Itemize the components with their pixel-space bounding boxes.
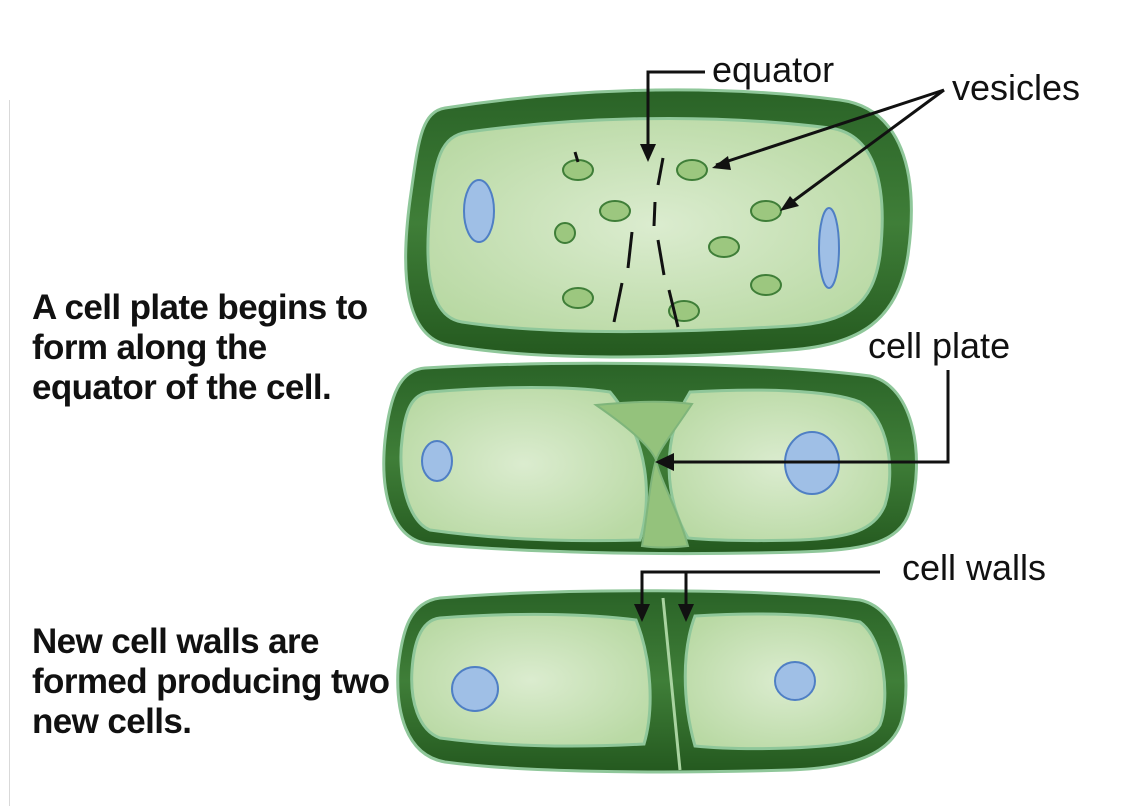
cell-3-nucleus-left (451, 666, 499, 712)
cell-walls-arrowhead-2 (678, 604, 694, 622)
cell-1-vesicles-stage (404, 88, 913, 359)
cell-plate-arrowhead (655, 453, 674, 471)
vesicles-arrowhead-1 (712, 156, 731, 170)
cell-walls-arrowhead-1 (634, 604, 650, 622)
cell-2-cell-plate-stage (382, 361, 919, 556)
label-vesicles: vesicles (952, 67, 1081, 108)
equator-arrowhead (640, 144, 656, 162)
vesicles-arrowhead-2 (780, 196, 799, 211)
vesicle (676, 159, 708, 181)
equator-pointer (646, 70, 705, 148)
label-cell-plate: cell plate (868, 325, 1011, 366)
cell-walls-pointer (640, 570, 880, 608)
label-equator: equator (712, 49, 835, 90)
label-cell-walls: cell walls (902, 547, 1047, 588)
new-cell-wall-divider (661, 597, 682, 771)
cell-plate-pointer (670, 370, 950, 464)
cell-plate (593, 400, 694, 549)
cell-3-nucleus-right (774, 661, 816, 701)
cell-2-nucleus-left (421, 440, 453, 482)
pointer-arrows (640, 70, 950, 608)
cell-1-nucleus-left (463, 179, 495, 243)
vesicles-pointer-2 (787, 88, 945, 207)
cell-3-new-cell-left (410, 612, 652, 748)
vesicle (708, 236, 740, 258)
vesicle (750, 274, 782, 296)
caption-new-cell-walls: New cell walls are formed producing two … (32, 622, 390, 741)
cell-2-cytoplasm-left (399, 386, 648, 543)
panel-edge (0, 100, 10, 806)
vesicle (562, 287, 594, 309)
vesicle (750, 200, 782, 222)
equator-dashes (573, 151, 680, 328)
cell-2-cytoplasm-right (667, 388, 892, 543)
cell-1-nucleus-right (818, 207, 840, 289)
vesicle (554, 222, 576, 244)
vesicle (562, 159, 594, 181)
vesicles-pointer-1 (715, 88, 945, 167)
vesicle (599, 200, 631, 222)
vesicle-group (554, 159, 782, 322)
caption-cell-plate-forms: A cell plate begins to form along the eq… (32, 288, 368, 407)
cell-3-new-cells-stage (396, 589, 908, 774)
arrowheads (634, 144, 799, 622)
